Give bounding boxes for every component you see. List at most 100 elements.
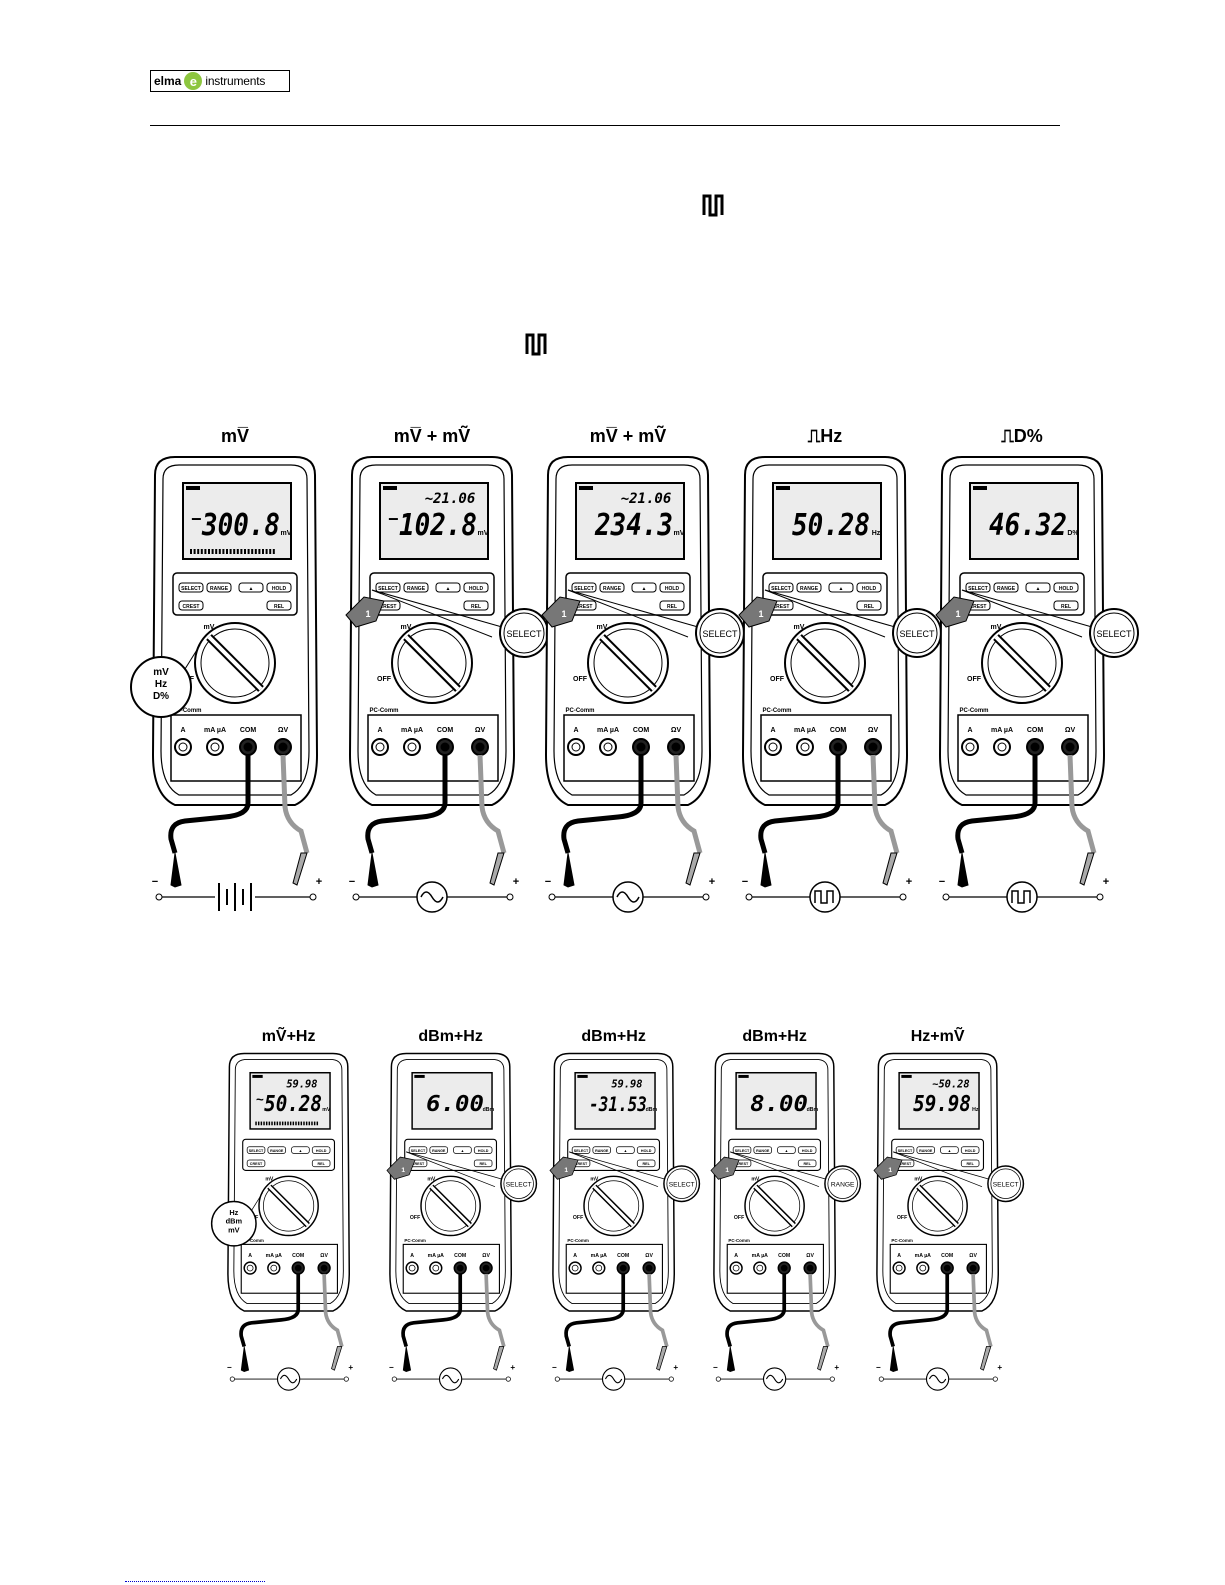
jack-label: ΩV	[320, 1253, 328, 1259]
bargraph-segment	[303, 1121, 305, 1126]
dial-off-label: OFF	[573, 1215, 583, 1221]
red-test-lead	[647, 1273, 669, 1347]
bargraph-segment	[295, 1121, 297, 1126]
sine-wave-icon	[765, 1374, 784, 1384]
plus-sign: +	[709, 876, 715, 888]
key-label: HOLD	[316, 1149, 327, 1153]
finger-press-icon	[386, 1156, 416, 1180]
bargraph-segment	[316, 1121, 319, 1126]
bargraph-segment	[208, 549, 210, 554]
key-label: SELECT	[771, 586, 791, 592]
callout-button-label: SELECT	[1096, 629, 1132, 639]
key-button	[856, 582, 882, 593]
plus-sign: +	[1103, 876, 1109, 888]
dial-off-label: OFF	[770, 676, 785, 683]
function-label: Hz+mṼ	[910, 1028, 965, 1045]
lcd-indicator	[776, 486, 790, 490]
key-button	[375, 582, 401, 593]
key-button	[1053, 600, 1079, 611]
lcd-display	[182, 482, 292, 560]
jack-panel	[957, 714, 1089, 782]
jack-socket	[619, 1264, 627, 1272]
logo-text-elma: elma	[154, 74, 182, 88]
bargraph-segment	[222, 549, 225, 554]
finger-press-icon	[710, 1156, 740, 1180]
jack-socket	[768, 742, 778, 752]
finger-press-icon	[738, 596, 778, 628]
jack-label: mA µA	[915, 1253, 932, 1259]
plus-sign: +	[513, 876, 519, 888]
callout-button-label: SELECT	[506, 629, 542, 639]
lcd-display	[574, 1071, 656, 1130]
bargraph-segment	[240, 549, 243, 554]
jack-label: A	[573, 1253, 577, 1259]
jack-socket	[407, 742, 417, 752]
key-label: RANGE	[595, 1149, 609, 1153]
rotary-dial-inner	[200, 628, 270, 698]
dial-knob-stripe	[797, 635, 853, 691]
circuit-terminal	[829, 1376, 835, 1382]
jack-label: COM	[437, 727, 454, 734]
key-button	[178, 582, 204, 593]
key-label: CREST	[250, 1162, 263, 1166]
bargraph-segment	[272, 549, 275, 554]
multimeter-figure: −300.8mVSELECTRANGE▲HOLDCRESTRELmVOFFPC-…	[130, 455, 325, 915]
callout-button-label: SELECT	[702, 629, 738, 639]
key-label: RANGE	[270, 1149, 284, 1153]
jack-socket	[456, 1264, 464, 1272]
circuit-terminal	[702, 893, 710, 901]
red-probe	[980, 1346, 992, 1371]
key-label: ▲	[249, 586, 254, 592]
bargraph-segment	[265, 549, 268, 554]
lcd-indicator	[414, 1074, 425, 1078]
key-button	[732, 1146, 752, 1154]
lcd-indicator	[579, 486, 593, 490]
pc-comm-label: PC-Comm	[728, 1238, 749, 1243]
bargraph-segment	[190, 549, 192, 554]
meter-bezel	[719, 1058, 830, 1305]
lcd-unit: Hz	[972, 1107, 979, 1113]
key-label: ▲	[461, 1149, 465, 1153]
meter-bezel	[750, 464, 900, 796]
minus-sign: −	[349, 876, 355, 888]
jack-label: COM	[1027, 727, 1044, 734]
key-label: SELECT	[411, 1149, 426, 1153]
key-button	[463, 600, 489, 611]
key-label: SELECT	[968, 586, 988, 592]
jack-label: mA µA	[428, 1253, 445, 1259]
jack-socket	[636, 742, 646, 752]
key-label: RANGE	[756, 1149, 770, 1153]
red-test-lead	[484, 1273, 506, 1347]
meter-bezel	[395, 1058, 506, 1305]
jack-label: COM	[941, 1253, 953, 1259]
black-probe	[726, 1346, 736, 1373]
jack-label: A	[573, 727, 578, 734]
sine-wave-icon	[604, 1374, 623, 1384]
function-label: dBm+Hz	[742, 1028, 807, 1045]
jack-socket	[895, 1264, 903, 1272]
lcd-indicator	[252, 1074, 263, 1078]
circuit-terminal	[343, 1376, 349, 1382]
meter-bezel	[553, 464, 703, 796]
callout-leader	[764, 589, 896, 628]
jack-label: A	[410, 1253, 414, 1259]
bargraph-segment	[211, 549, 214, 554]
pc-comm-label: PC-Comm	[369, 708, 398, 714]
key-label: SELECT	[574, 586, 594, 592]
red-test-lead	[322, 1273, 344, 1347]
callout-leader	[371, 589, 503, 628]
dial-label: mV	[914, 1177, 923, 1183]
bargraph-segment	[268, 1121, 271, 1126]
key-label: HOLD	[802, 1149, 813, 1153]
minus-sign: −	[939, 876, 945, 888]
jack-socket	[833, 742, 843, 752]
key-label: RANGE	[432, 1149, 446, 1153]
minus-sign: −	[227, 1363, 232, 1372]
